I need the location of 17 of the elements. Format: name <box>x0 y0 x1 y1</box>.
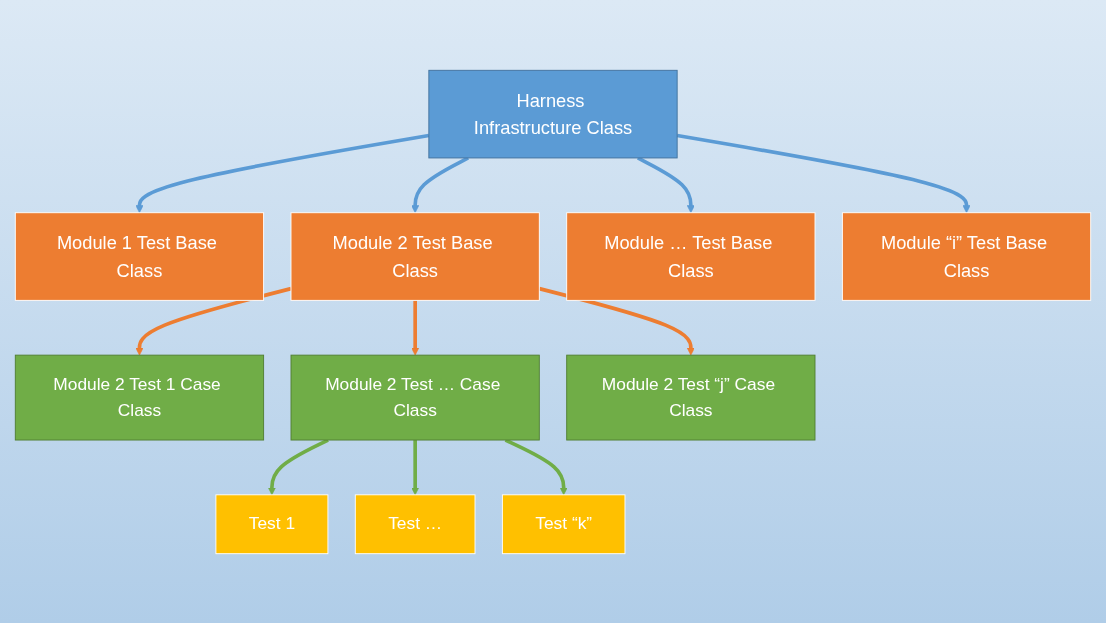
arrow <box>135 286 292 355</box>
arrow <box>538 286 695 355</box>
arrow <box>135 133 430 213</box>
arrow <box>411 439 420 495</box>
node-box: Harness Infrastructure Class <box>428 69 678 158</box>
node-box: Module 1 Test Base Class <box>14 211 265 301</box>
node-box: Module 2 Test … Case Class <box>290 354 540 440</box>
node-box: Module 2 Test “j” Case Class <box>566 354 816 440</box>
node-box: Module “i” Test Base Class <box>841 211 1092 301</box>
node-box: Module 2 Test 1 Case Class <box>14 354 265 440</box>
node-box: Test … <box>354 493 476 554</box>
node-box: Test “k” <box>501 493 626 554</box>
node-box: Module … Test Base Class <box>566 211 816 301</box>
arrow <box>411 299 420 355</box>
node-box: Test 1 <box>215 493 329 554</box>
arrow <box>676 133 971 213</box>
node-box: Module 2 Test Base Class <box>290 211 540 301</box>
